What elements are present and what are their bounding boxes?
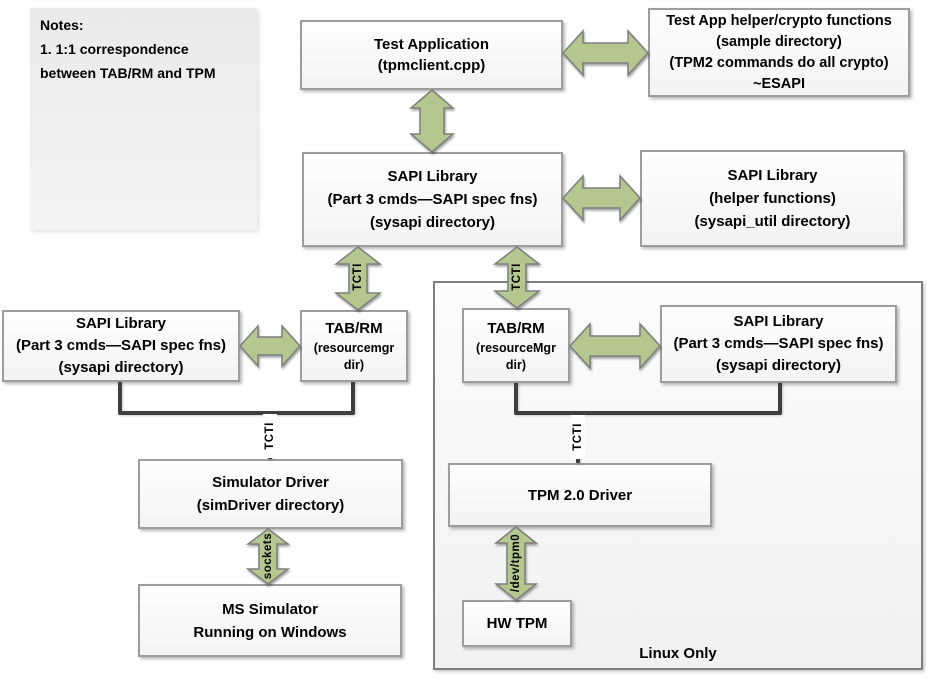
node-line: (Part 3 cmds—SAPI spec fns): [327, 191, 538, 208]
node-line: dir): [343, 358, 365, 372]
node-ms-simulator: MS Simulator Running on Windows: [138, 584, 402, 657]
node-tab-rm-left: TAB/RM (resourcemgr dir): [300, 310, 408, 382]
node-line: MS Simulator: [222, 600, 318, 618]
node-line: (sample directory): [716, 33, 842, 50]
node-line: (simDriver directory): [196, 497, 345, 514]
tcti-label-linux-arrow: TCTI: [511, 263, 523, 291]
node-line: SAPI Library: [733, 313, 824, 330]
node-line: (resourceMgr: [476, 340, 556, 355]
notes-line: Notes:: [40, 17, 84, 33]
node-test-application: Test Application (tpmclient.cpp): [300, 20, 563, 90]
node-line: SAPI Library: [387, 168, 478, 185]
arrow-testapp-sapi: [408, 89, 456, 153]
notes-box: Notes: 1. 1:1 correspondence between TAB…: [30, 8, 257, 230]
node-line: TPM 2.0 Driver: [527, 486, 633, 504]
node-line: Running on Windows: [193, 623, 347, 641]
node-line: (Part 3 cmds—SAPI spec fns): [15, 337, 227, 354]
node-line: (helper functions): [709, 190, 836, 207]
node-line: (Part 3 cmds—SAPI spec fns): [673, 335, 884, 352]
node-line: Simulator Driver: [212, 474, 329, 491]
node-line: TAB/RM: [487, 319, 545, 337]
node-line: (resourcemgr: [313, 341, 395, 355]
node-line: HW TPM: [486, 615, 548, 632]
node-sapi-library-main: SAPI Library (Part 3 cmds—SAPI spec fns)…: [302, 152, 563, 247]
node-test-app-helper: Test App helper/crypto functions (sample…: [648, 8, 910, 97]
node-line: (sysapi_util directory): [694, 213, 851, 230]
tcti-label-linux-line: TCTI: [571, 415, 585, 459]
node-simulator-driver: Simulator Driver (simDriver directory): [138, 459, 403, 529]
node-sapi-library-linux: SAPI Library (Part 3 cmds—SAPI spec fns)…: [660, 305, 897, 383]
node-line: TAB/RM: [325, 320, 383, 337]
node-hw-tpm: HW TPM: [462, 600, 572, 647]
dev-tpm0-label: /dev/tpm0: [510, 533, 522, 593]
node-line: (TPM2 commands do all crypto): [669, 54, 889, 71]
node-tab-rm-linux: TAB/RM (resourceMgr dir): [462, 308, 570, 383]
node-line: ~ESAPI: [753, 75, 805, 92]
node-tpm-2-0-driver: TPM 2.0 Driver: [448, 463, 712, 527]
arrow-sapileft-tabrm: [238, 324, 302, 368]
notes-line: between TAB/RM and TPM: [40, 65, 216, 81]
node-line: (tpmclient.cpp): [377, 57, 486, 74]
notes-line: 1. 1:1 correspondence: [40, 41, 189, 57]
node-line: dir): [505, 357, 527, 372]
node-line: SAPI Library: [727, 167, 818, 184]
node-line: (sysapi directory): [58, 359, 184, 376]
node-line: SAPI Library: [75, 315, 166, 332]
tcti-label-left-line: TCTI: [263, 414, 277, 458]
arrow-sapi-helper: [561, 174, 642, 222]
node-sapi-library-helper: SAPI Library (helper functions) (sysapi_…: [640, 150, 905, 247]
node-line: Test App helper/crypto functions: [666, 12, 892, 29]
tcti-label-left-arrow: TCTI: [352, 263, 364, 291]
linux-only-label: Linux Only: [639, 645, 717, 662]
node-line: (sysapi directory): [369, 214, 496, 231]
node-sapi-library-left: SAPI Library (Part 3 cmds—SAPI spec fns)…: [2, 310, 240, 382]
sockets-label: sockets: [262, 532, 274, 580]
connector-left-join: [118, 382, 355, 415]
arrow-testapp-helper: [561, 29, 650, 77]
node-line: Test Application: [373, 36, 489, 53]
node-line: (sysapi directory): [715, 357, 842, 374]
